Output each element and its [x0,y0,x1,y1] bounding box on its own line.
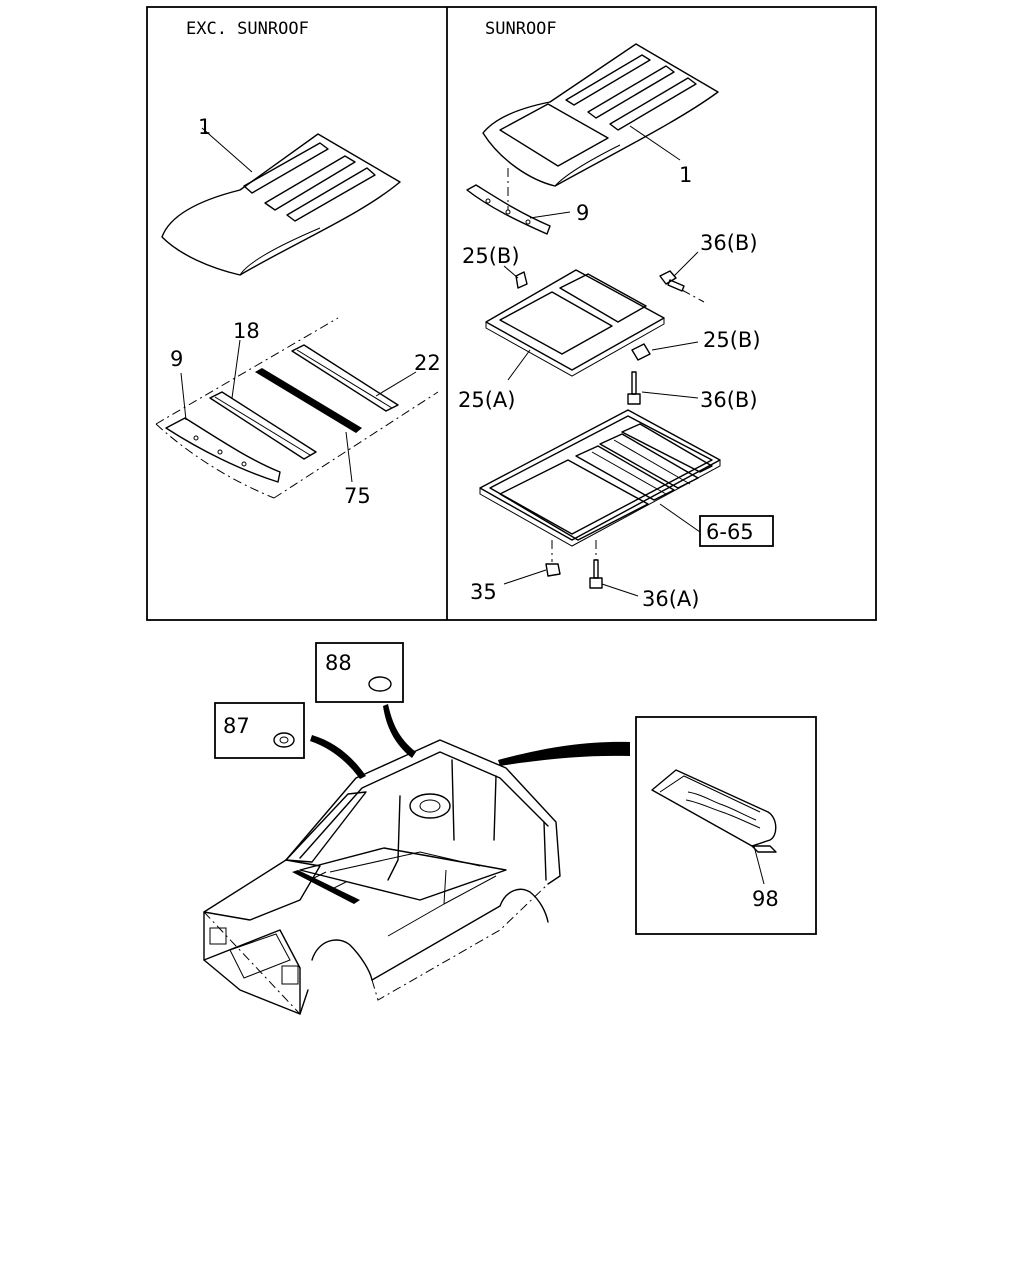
plug-87-box [214,702,305,759]
cowl-panel-box [635,716,817,935]
callout-bolt-lower: 36(B) [700,388,758,412]
clip-upper [515,271,528,289]
callout-front-rail-sunroof: 9 [576,201,589,225]
leader-35 [503,569,547,585]
plug-88-box [315,642,404,703]
leader-1-left [201,127,253,173]
bolt-upper [659,270,685,292]
roof-panel-with-sunroof [482,43,719,187]
leader-9-right [529,211,571,219]
sunroof-panels-frame [146,6,877,621]
callout-front-rail: 9 [170,347,183,371]
callout-cowl-panel: 98 [752,887,779,911]
callout-plug-88: 88 [325,651,352,675]
leader-6-65 [659,503,701,533]
callout-nut: 35 [470,580,497,604]
leader-18 [231,339,241,399]
callout-sealer: 75 [344,484,371,508]
callout-sunroof-ref: 6-65 [706,520,754,544]
callout-frame-plate: 25(A) [458,388,515,412]
callout-clip-lower: 25(B) [703,328,761,352]
front-rail-sunroof [466,184,551,235]
leader-75 [345,431,353,483]
sunroof-ref-box [699,515,774,547]
nut [545,563,561,577]
callout-rear-rail: 22 [414,351,441,375]
exc-sunroof-title: EXC. SUNROOF [186,19,309,39]
leader-25b-upper [503,265,519,279]
plug-88-icon [368,676,392,692]
pointer-98 [498,741,630,766]
bolt-lower [627,371,641,405]
callout-plug-87: 87 [223,714,250,738]
sunroof-title: SUNROOF [485,19,557,39]
callout-clip-upper: 25(B) [462,244,520,268]
leader-9-left [180,372,187,421]
plug-87-icon [273,732,295,748]
callout-bolt-a: 36(A) [642,587,699,611]
leader-36b-upper [673,251,699,277]
vehicle-body-shell [203,739,561,1015]
pointer-87 [310,735,366,779]
cowl-panel-part [651,769,777,853]
callout-bow: 18 [233,319,260,343]
leader-98 [753,845,765,885]
sunroof-frame-tray [479,409,721,547]
callout-roof-panel: 1 [198,115,211,139]
roof-reinforcements [155,317,439,499]
leader-22 [375,371,417,397]
leader-36a [601,583,639,597]
roof-panel-no-sunroof [161,133,401,276]
bolt-upper-axis [681,289,705,303]
leader-1-right [629,125,681,161]
callout-roof-panel-sunroof: 1 [679,163,692,187]
clip-lower [631,343,651,361]
leader-36b-lower [641,391,699,399]
callout-bolt-upper: 36(B) [700,231,758,255]
bolt-a [589,559,603,589]
pointer-88 [383,704,416,758]
leader-25b-lower [651,341,699,351]
leader-25a [507,349,531,381]
sunroof-frame-plate [485,269,665,377]
